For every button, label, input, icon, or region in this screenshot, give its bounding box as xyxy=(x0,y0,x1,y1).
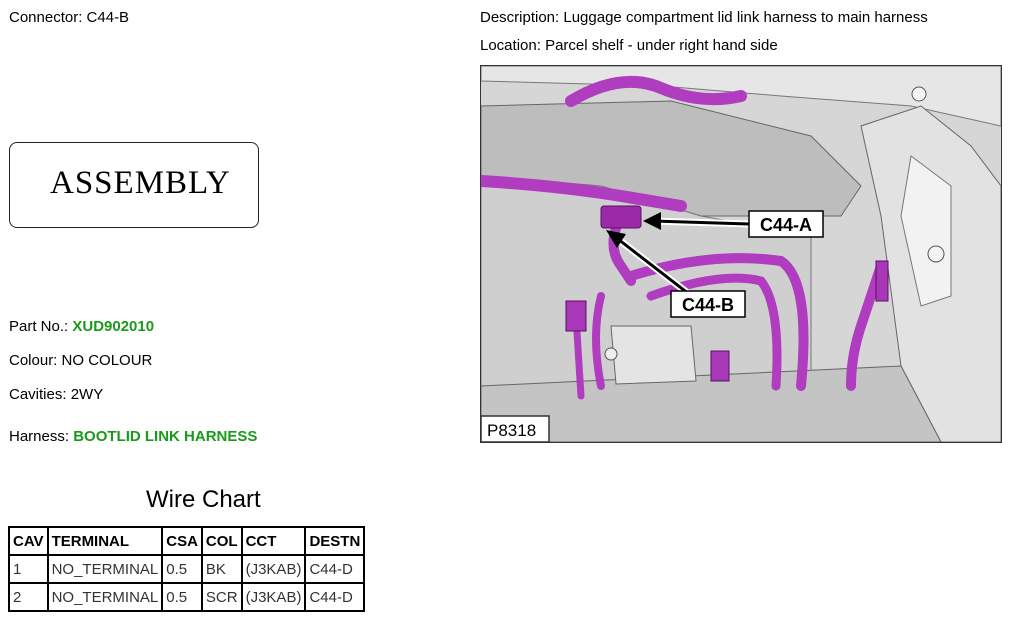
callout-a-label: C44-A xyxy=(760,215,812,235)
harness-label: Harness: xyxy=(9,428,70,445)
description-label: Description: xyxy=(480,9,560,26)
part-number-link[interactable]: XUD902010 xyxy=(72,318,155,335)
harness-line: Harness: BOOTLID LINK HARNESS xyxy=(9,428,257,445)
wire-chart-title: Wire Chart xyxy=(146,486,261,513)
header-cav: CAV xyxy=(8,526,49,556)
callout-b-box xyxy=(670,290,746,318)
description-line: Description: Luggage compartment lid lin… xyxy=(480,9,928,26)
cell-cct: (J3KAB) xyxy=(240,582,307,612)
colour-line: Colour: NO COLOUR xyxy=(9,352,152,369)
callout-b-label: C44-B xyxy=(682,295,734,315)
header-csa: CSA xyxy=(161,526,203,556)
connector-value: C44-B xyxy=(86,9,130,26)
cell-destn: C44-D xyxy=(304,554,366,584)
assembly-text: ASSEMBLY xyxy=(50,165,231,201)
assembly-box: ASSEMBLY xyxy=(9,142,259,228)
connector-label: Connector: xyxy=(9,9,83,26)
cell-destn: C44-D xyxy=(304,582,366,612)
colour-label: Colour: xyxy=(9,352,58,369)
colour-value: NO COLOUR xyxy=(61,352,153,369)
location-label: Location: xyxy=(480,37,541,54)
cell-cct: (J3KAB) xyxy=(240,554,307,584)
photo-ref-box xyxy=(481,415,550,442)
callout-a-box xyxy=(748,210,824,238)
cell-terminal: NO_TERMINAL xyxy=(46,554,164,584)
table-header-row: CAV TERMINAL CSA COL CCT DESTN xyxy=(8,526,366,556)
cell-terminal: NO_TERMINAL xyxy=(46,582,164,612)
cell-col: SCR xyxy=(200,582,243,612)
header-col: COL xyxy=(200,526,243,556)
header-destn: DESTN xyxy=(304,526,366,556)
table-row: 1 NO_TERMINAL 0.5 BK (J3KAB) C44-D xyxy=(8,554,366,584)
photo-ref-label: P8318 xyxy=(487,421,536,440)
wire-chart-table: CAV TERMINAL CSA COL CCT DESTN 1 NO_TERM… xyxy=(8,526,366,612)
description-value: Luggage compartment lid link harness to … xyxy=(563,9,928,26)
harness-link[interactable]: BOOTLID LINK HARNESS xyxy=(73,428,258,445)
header-cct: CCT xyxy=(240,526,307,556)
table-row: 2 NO_TERMINAL 0.5 SCR (J3KAB) C44-D xyxy=(8,582,366,612)
connector-line: Connector: C44-B xyxy=(9,9,129,26)
location-line: Location: Parcel shelf - under right han… xyxy=(480,37,778,54)
cavities-line: Cavities: 2WY xyxy=(9,386,103,403)
cell-col: BK xyxy=(200,554,243,584)
cell-csa: 0.5 xyxy=(161,582,203,612)
harness-illustration: C44-A C44-B P8318 xyxy=(481,66,1001,442)
header-terminal: TERMINAL xyxy=(46,526,164,556)
cell-cav: 1 xyxy=(8,554,49,584)
cavities-label: Cavities: xyxy=(9,386,67,403)
cell-cav: 2 xyxy=(8,582,49,612)
cell-csa: 0.5 xyxy=(161,554,203,584)
location-value: Parcel shelf - under right hand side xyxy=(545,37,778,54)
part-number-label: Part No.: xyxy=(9,318,69,335)
location-photo: C44-A C44-B P8318 xyxy=(480,65,1002,443)
cavities-value: 2WY xyxy=(70,386,104,403)
part-number-line: Part No.: XUD902010 xyxy=(9,318,154,335)
